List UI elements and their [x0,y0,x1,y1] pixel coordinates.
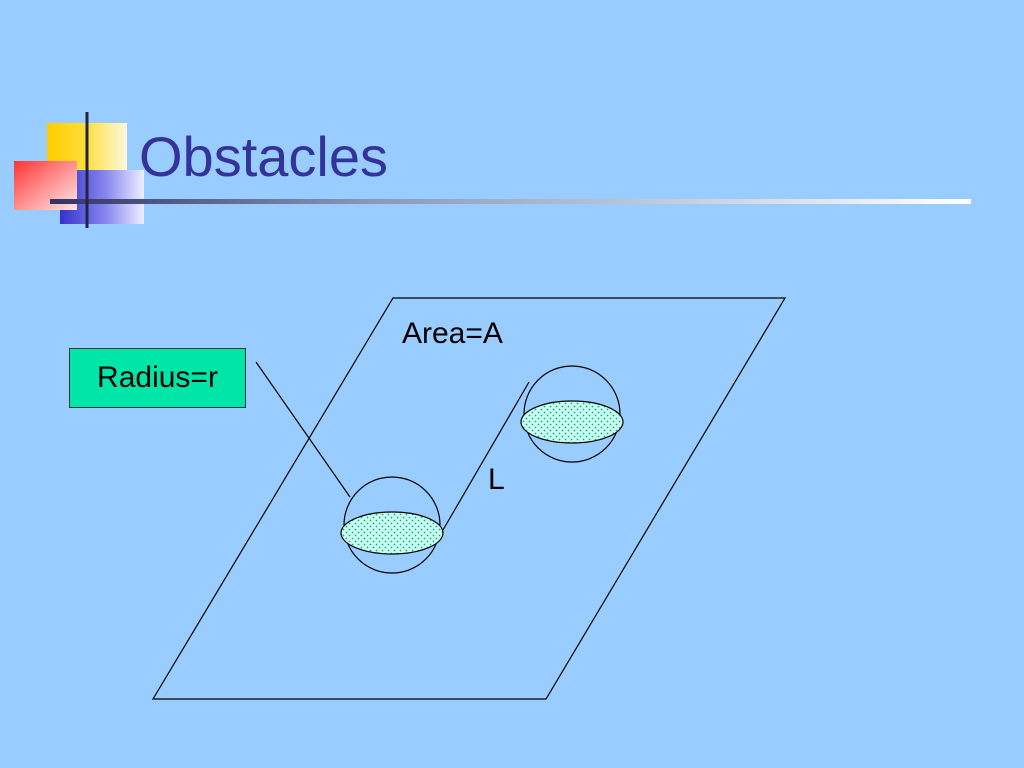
title-rule [50,199,971,204]
area-plane [151,297,787,700]
obstacle-disc-lower [340,511,444,555]
area-label: Area=A [402,317,503,350]
obstacle-disc-upper [520,400,624,444]
slide-title: Obstacles [139,125,388,188]
obstacle-sphere-upper [520,365,624,463]
distance-line [442,381,530,531]
title-decoration [14,112,971,228]
obstacle-sphere-lower [340,476,444,574]
radius-label-box: Radius=r [69,348,246,408]
radius-pointer-line [255,361,351,498]
distance-label: L [488,463,505,496]
